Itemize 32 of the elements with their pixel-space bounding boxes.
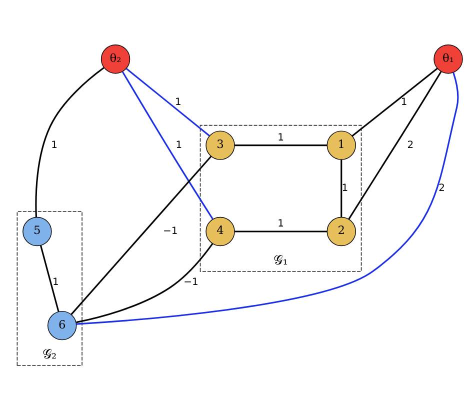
- node-circle: θ₁: [434, 44, 463, 74]
- edge-label: 2: [438, 183, 445, 194]
- node-circle: 1: [326, 130, 356, 160]
- edge-label: 1: [400, 96, 408, 108]
- node-circle: 4: [206, 216, 235, 246]
- edge-label: 1: [175, 96, 182, 108]
- edge-label: 2: [407, 140, 414, 151]
- edge-label: 1: [51, 140, 58, 151]
- edge-label: 1: [176, 140, 182, 151]
- connector: [35, 67, 104, 218]
- edge-label: 1: [52, 277, 59, 288]
- connector: [70, 156, 212, 315]
- node-circle: θ₂: [100, 44, 130, 74]
- connector: [234, 230, 328, 232]
- connector: [126, 68, 210, 136]
- node-circle: 3: [206, 130, 235, 160]
- connector: [234, 144, 328, 146]
- connector: [76, 243, 214, 324]
- node-circle: 5: [22, 216, 52, 246]
- edge-label: 1: [278, 218, 284, 230]
- edge-label: 1: [342, 183, 348, 194]
- connector: [40, 245, 60, 312]
- connector: [340, 160, 342, 218]
- connector: [76, 72, 459, 325]
- connector: [122, 71, 214, 220]
- edge-label: −1: [163, 226, 178, 238]
- edge-label: 1: [278, 132, 284, 144]
- connector: [352, 68, 438, 137]
- node-circle: 2: [326, 216, 356, 246]
- edge-label: −1: [184, 277, 198, 288]
- connector: [348, 71, 442, 220]
- node-circle: 6: [48, 310, 77, 340]
